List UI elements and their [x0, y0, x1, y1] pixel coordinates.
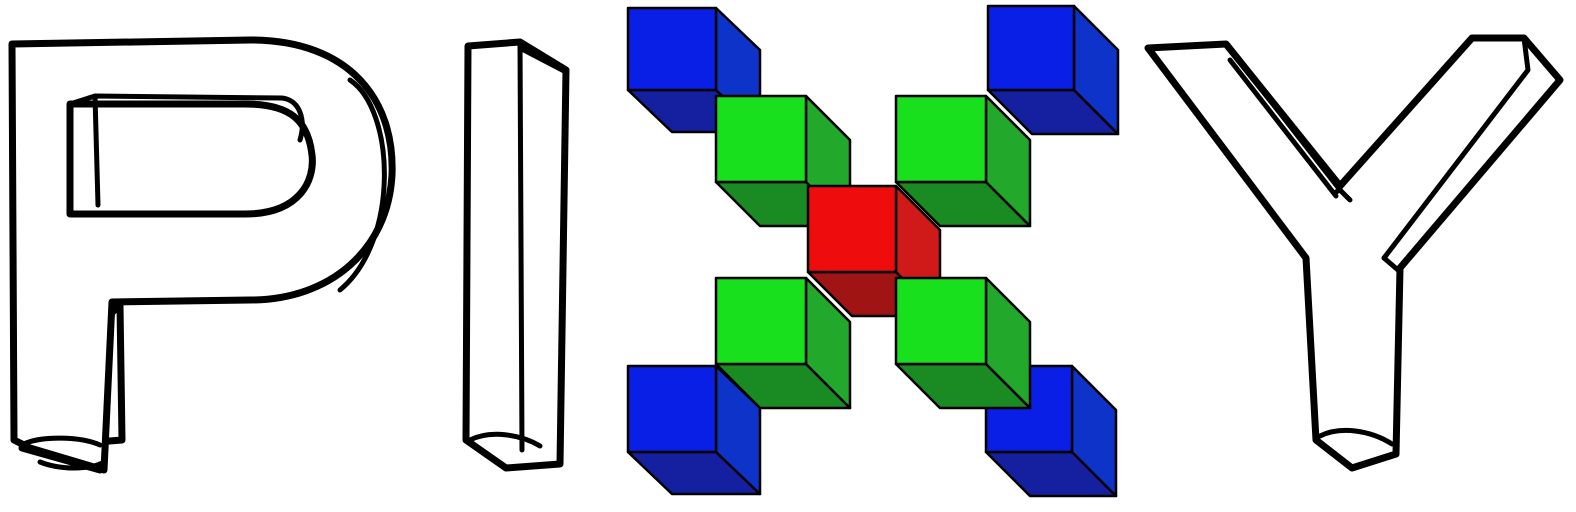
- letter-x-cubes: [626, 4, 1120, 498]
- letter-y: [1144, 34, 1564, 472]
- letter-i: [462, 38, 570, 472]
- letter-p: [8, 36, 396, 474]
- green-cube-top-right: [894, 94, 1032, 228]
- green-cube-bottom-right: [894, 276, 1032, 410]
- blue-cube-top-right: [986, 4, 1120, 136]
- green-cube-bottom-left: [714, 276, 852, 410]
